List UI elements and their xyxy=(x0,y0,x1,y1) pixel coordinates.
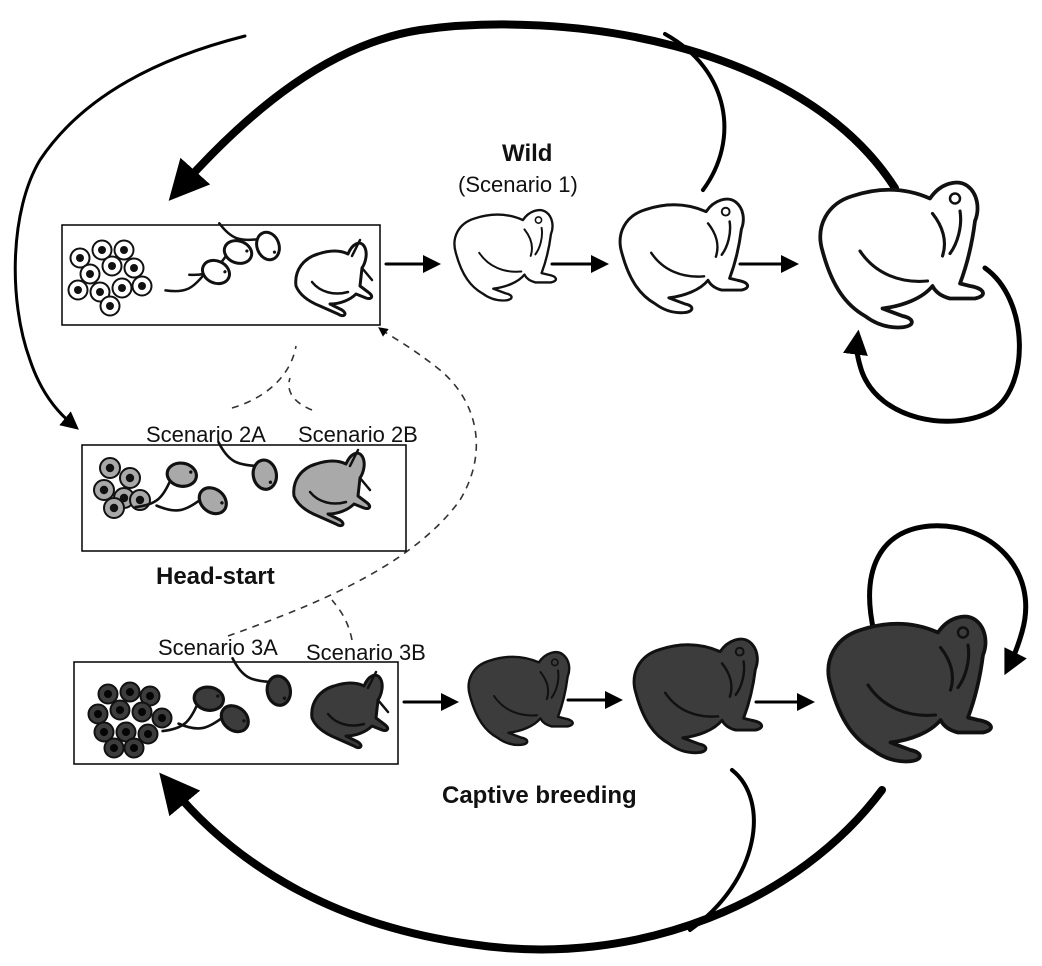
tadpole-icon xyxy=(136,433,279,540)
scenario-2a-dashed-line xyxy=(232,346,296,408)
egg-nucleus xyxy=(104,690,112,698)
head-start-label: Head-start xyxy=(156,563,275,591)
froglet-icon xyxy=(296,240,372,316)
egg-nucleus xyxy=(120,246,128,254)
wild-subtitle: (Scenario 1) xyxy=(458,172,578,198)
egg-nucleus xyxy=(158,714,166,722)
egg-nucleus xyxy=(110,744,118,752)
egg-cluster-icon xyxy=(89,683,172,758)
egg-nucleus xyxy=(130,744,138,752)
egg-nucleus xyxy=(144,730,152,738)
adult-frog-icon xyxy=(820,183,983,328)
egg-nucleus xyxy=(118,284,126,292)
wild-title: Wild xyxy=(502,140,552,168)
egg-nucleus xyxy=(126,688,134,696)
tadpole-icon xyxy=(166,207,284,313)
egg-nucleus xyxy=(74,286,82,294)
egg-nucleus xyxy=(106,464,114,472)
egg-nucleus xyxy=(130,264,138,272)
scenario-3a-label: Scenario 3A xyxy=(158,635,278,661)
wild-to-headstart-arrow xyxy=(15,36,245,424)
adult-frog-icon xyxy=(828,617,991,762)
egg-nucleus xyxy=(110,504,118,512)
egg-nucleus xyxy=(136,496,144,504)
egg-nucleus xyxy=(94,710,102,718)
egg-nucleus xyxy=(76,254,84,262)
tadpole-icon xyxy=(163,649,293,758)
egg-nucleus xyxy=(100,728,108,736)
egg-nucleus xyxy=(146,692,154,700)
egg-nucleus xyxy=(96,288,104,296)
egg-nucleus xyxy=(138,708,146,716)
froglet-icon xyxy=(294,450,370,526)
egg-nucleus xyxy=(116,706,124,714)
egg-cluster-icon xyxy=(94,458,150,518)
froglet-icon xyxy=(312,672,388,748)
egg-nucleus xyxy=(106,302,114,310)
scenario-3b-dashed-line xyxy=(332,600,352,640)
scenario-3b-label: Scenario 3B xyxy=(306,640,426,666)
juvenile-frog-icon xyxy=(469,652,573,745)
egg-nucleus xyxy=(100,486,108,494)
scenario-2b-dashed-line xyxy=(289,378,312,410)
captive-breeding-label: Captive breeding xyxy=(442,782,637,810)
egg-cluster-icon xyxy=(69,241,152,316)
subadult-frog-icon xyxy=(620,199,748,313)
subadult-frog-icon xyxy=(634,639,762,753)
egg-nucleus xyxy=(108,262,116,270)
egg-nucleus xyxy=(86,270,94,278)
scenario-2b-label: Scenario 2B xyxy=(298,422,418,448)
egg-nucleus xyxy=(98,246,106,254)
egg-nucleus xyxy=(138,282,146,290)
egg-nucleus xyxy=(126,474,134,482)
scenario-2a-label: Scenario 2A xyxy=(146,422,266,448)
captive-reproduction-arrow xyxy=(172,788,882,949)
juvenile-frog-icon xyxy=(454,210,556,300)
egg-nucleus xyxy=(122,728,130,736)
